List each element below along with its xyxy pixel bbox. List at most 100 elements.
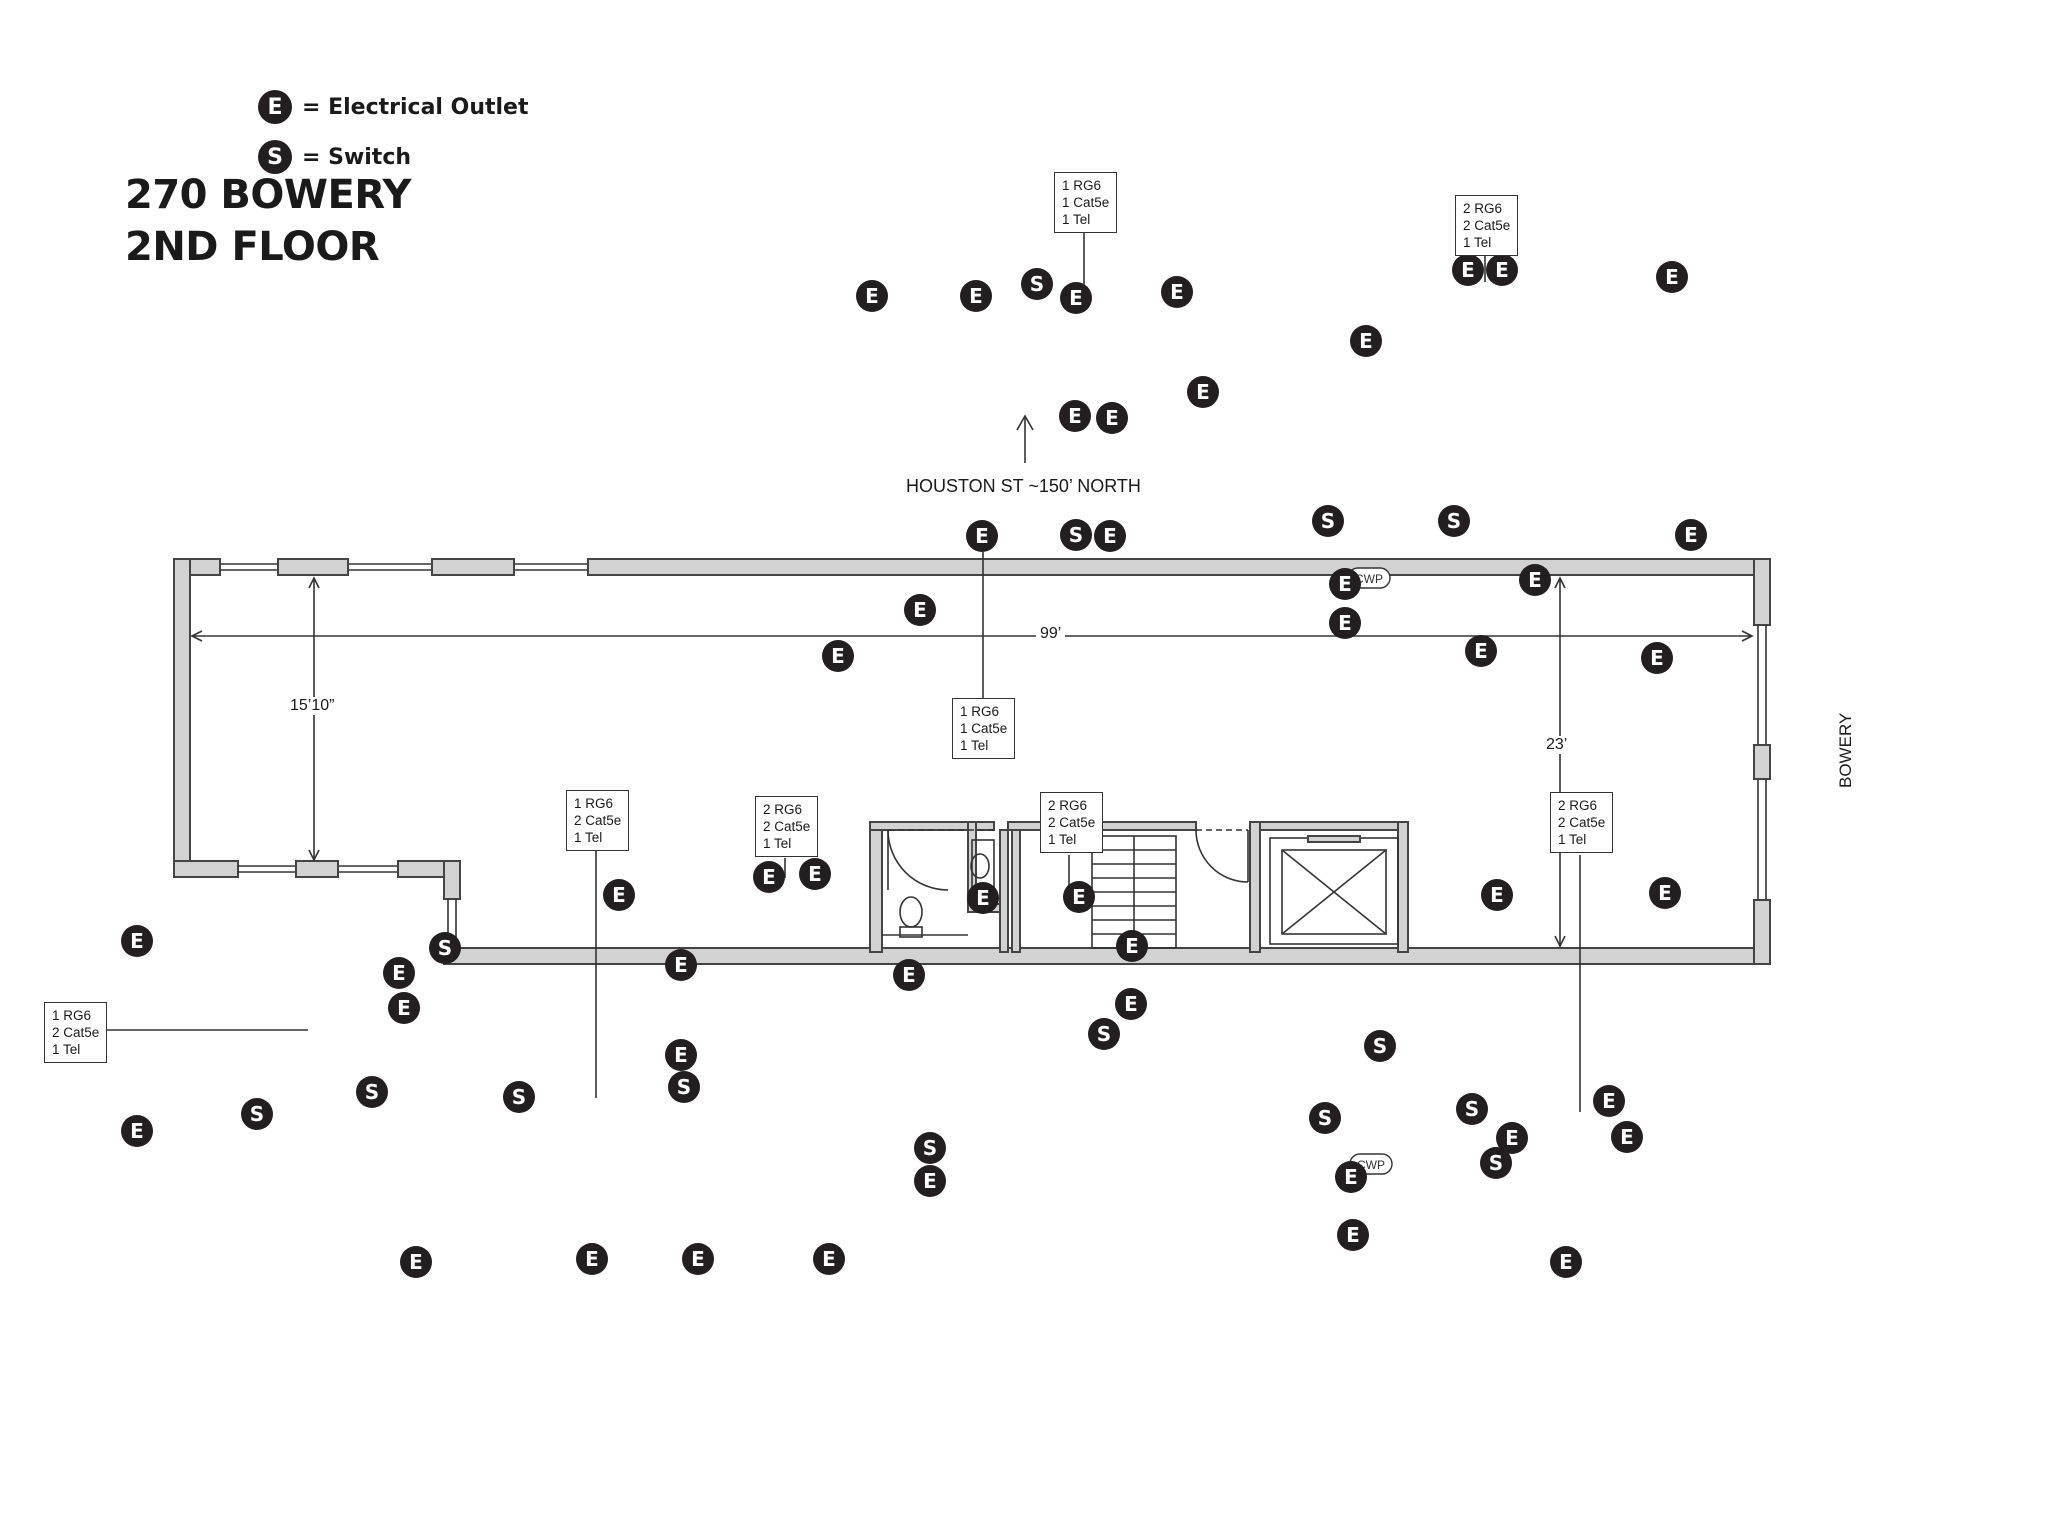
electrical-outlet-icon: E [1481,879,1513,911]
svg-text:E: E [1602,1089,1616,1113]
dimension-length: 99’ [1036,625,1066,643]
svg-text:S: S [1489,1151,1503,1175]
building-core [869,821,1409,953]
cable-line: 2 Cat5e [763,819,811,834]
cwp-label-top: CWP [1355,572,1383,586]
svg-text:E: E [1505,1126,1519,1150]
electrical-outlet-icon: E [1329,607,1361,639]
svg-text:E: E [1474,639,1488,663]
cable-line: 2 Cat5e [1048,815,1096,830]
switch-icon: S [258,140,292,174]
electrical-outlet-icon: E [1519,564,1551,596]
cable-box-top-center: 1 RG6 1 Cat5e 1 Tel [1054,172,1118,233]
electrical-outlet-icon: E [1656,261,1688,293]
title-floor: 2ND FLOOR [125,224,380,270]
svg-text:E: E [1559,1250,1573,1274]
electrical-outlet-icon: E [1486,254,1518,286]
electrical-outlet-icon: E [1550,1246,1582,1278]
cable-line: 2 RG6 [1463,201,1503,216]
svg-text:E: E [976,886,990,910]
cable-line: 1 Tel [1062,212,1091,227]
svg-text:E: E [1105,406,1119,430]
switch-icon: S [1456,1093,1488,1125]
electrical-outlet-icon: E [388,992,420,1024]
switch-icon: S [668,1071,700,1103]
svg-text:E: E [1069,286,1083,310]
electrical-outlet-icon: E [914,1165,946,1197]
svg-text:E: E [1103,524,1117,548]
switch-icon: S [1060,519,1092,551]
cable-box-top-right: 2 RG6 2 Cat5e 1 Tel [1455,195,1519,256]
svg-text:E: E [808,862,822,886]
cable-line: 1 Cat5e [960,721,1008,736]
cable-box-lower-left: 1 RG6 2 Cat5e 1 Tel [566,790,630,851]
cable-line: 2 Cat5e [1463,218,1511,233]
legend-switch: S = Switch [258,140,411,174]
switch-icon: S [356,1076,388,1108]
svg-text:E: E [1490,883,1504,907]
svg-text:E: E [1528,568,1542,592]
electrical-outlet-icon: E [682,1243,714,1275]
electrical-outlet-icon: E [121,1115,153,1147]
svg-text:E: E [1124,992,1138,1016]
electrical-outlet-icon: E [822,640,854,672]
electrical-outlet-icon: E [121,925,153,957]
svg-text:E: E [1359,329,1373,353]
svg-text:E: E [691,1247,705,1271]
cable-line: 2 Cat5e [1558,815,1606,830]
electrical-outlet-icon: E [1161,276,1193,308]
electrical-outlet-icon: E [904,594,936,626]
title-address: 270 BOWERY [125,172,411,218]
svg-text:E: E [762,865,776,889]
electrical-outlet-icon: E [966,520,998,552]
svg-text:E: E [1665,265,1679,289]
svg-text:E: E [822,1247,836,1271]
svg-text:E: E [674,953,688,977]
electrical-outlet-icon: E [1350,325,1382,357]
electrical-outlet-icon: E [1187,376,1219,408]
svg-text:E: E [1346,1223,1360,1247]
electrical-outlet-icon: E [1060,282,1092,314]
svg-text:S: S [1030,272,1044,296]
electrical-outlet-icon: E [1063,881,1095,913]
cable-line: 1 Tel [1048,832,1077,847]
cable-box-stair: 2 RG6 2 Cat5e 1 Tel [1040,792,1104,853]
electrical-outlet-icon: E [665,949,697,981]
svg-text:S: S [512,1085,526,1109]
cable-box-lower-mid: 2 RG6 2 Cat5e 1 Tel [755,796,819,857]
svg-text:E: E [674,1043,688,1067]
svg-text:S: S [250,1102,264,1126]
electrical-outlet-icon: E [1115,988,1147,1020]
north-arrow-icon [1016,414,1034,463]
svg-text:E: E [1495,258,1509,282]
cable-box-center: 1 RG6 1 Cat5e 1 Tel [952,698,1016,759]
svg-text:E: E [130,1119,144,1143]
svg-text:E: E [130,929,144,953]
electrical-outlet-icon: E [967,882,999,914]
electrical-outlet-icon: E [258,90,292,124]
electrical-outlet-icon: E [1465,635,1497,667]
dimension-width-left: 15’10” [288,697,337,715]
svg-text:E: E [1338,611,1352,635]
svg-text:E: E [392,961,406,985]
electrical-outlet-icon: E [1496,1122,1528,1154]
cable-line: 2 RG6 [1048,798,1088,813]
electrical-outlet-icon: E [383,957,415,989]
cable-box-far-left: 1 RG6 2 Cat5e 1 Tel [44,1002,108,1063]
legend-switch-label: = Switch [302,144,412,170]
electrical-outlet-icon: E [1649,877,1681,909]
electrical-outlet-icon: E [603,879,635,911]
electrical-outlet-icon: E [1059,400,1091,432]
electrical-outlet-icon: E [753,861,785,893]
legend-electrical: E = Electrical Outlet [258,90,528,124]
switch-icon: S [1438,505,1470,537]
leader-lines [104,232,1581,1112]
svg-text:E: E [1125,934,1139,958]
svg-text:E: E [1684,523,1698,547]
svg-text:E: E [1650,646,1664,670]
svg-text:E: E [397,996,411,1020]
svg-text:E: E [1338,572,1352,596]
electrical-outlet-icon: E [1675,519,1707,551]
electrical-outlet-icon: E [665,1039,697,1071]
switch-icon: S [1480,1147,1512,1179]
